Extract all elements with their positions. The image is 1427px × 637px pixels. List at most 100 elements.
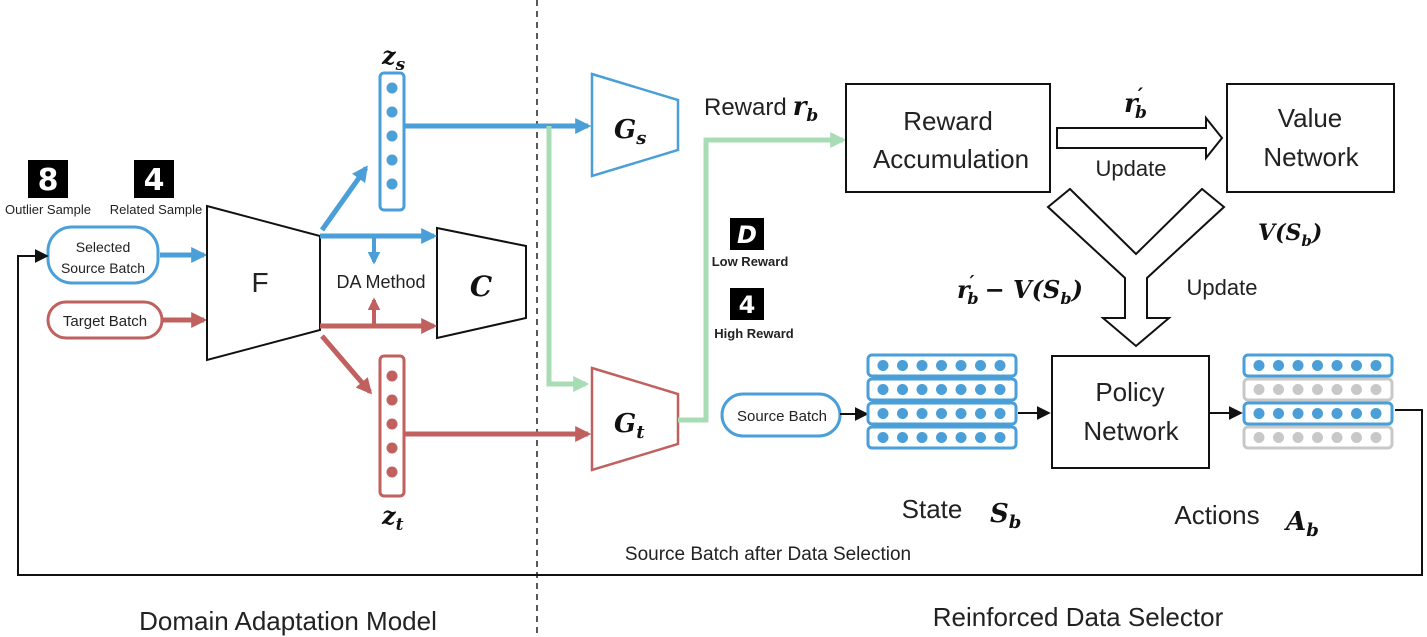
- action-dot: [1292, 360, 1304, 371]
- zs-to-gt-green-arrow: [546, 126, 590, 393]
- reward-accumulation-box: [845, 83, 1051, 193]
- low-reward-label: Low Reward: [712, 254, 789, 269]
- state-dot: [877, 360, 889, 371]
- low-reward-thumbnail: D: [730, 218, 764, 250]
- state-dot: [955, 384, 967, 395]
- action-dot: [1331, 432, 1343, 443]
- policy-network-box: [1051, 355, 1210, 469]
- state-dot: [955, 360, 967, 371]
- generator-gs: [590, 72, 680, 178]
- r-prime-label: r′b: [1124, 83, 1147, 123]
- zt-dot: [386, 418, 398, 430]
- merge-update-hollow-arrow: [1046, 187, 1226, 348]
- action-dot: [1273, 384, 1284, 395]
- state-dot: [994, 384, 1006, 395]
- r-prime-hollow-arrow: [1056, 115, 1224, 161]
- state-label: State: [902, 494, 963, 524]
- zt-dot: [386, 442, 398, 454]
- action-dot: [1312, 432, 1323, 443]
- reward-green-arrow: [678, 131, 847, 423]
- action-dot: [1253, 384, 1265, 395]
- zs-dot: [386, 82, 398, 94]
- feedback-loop-arrow: [17, 249, 1423, 576]
- reward-accumulation-line2: Accumulation: [873, 144, 1029, 174]
- policy-network-line2: Network: [1083, 416, 1179, 446]
- state-dot: [897, 360, 908, 371]
- state-dot: [877, 432, 889, 443]
- zs-dots: [386, 82, 398, 190]
- state-dot: [975, 432, 986, 443]
- state-dot: [916, 408, 928, 419]
- state-dot: [975, 360, 986, 371]
- state-dot: [936, 384, 947, 395]
- zt-dot: [386, 466, 398, 478]
- advantage-label: r′b− V(Sb): [957, 272, 1083, 308]
- da-method-label: DA Method: [336, 272, 425, 292]
- zt-dot: [386, 370, 398, 382]
- high-reward-label: High Reward: [714, 326, 794, 341]
- f-to-zs-arrow: [319, 165, 369, 232]
- action-dot: [1273, 360, 1284, 371]
- state-dot: [877, 384, 889, 395]
- right-section-title: Reinforced Data Selector: [933, 602, 1224, 632]
- state-dot: [936, 360, 947, 371]
- state-dot: [955, 408, 967, 419]
- feature-extractor-label: F: [251, 267, 268, 298]
- action-dot: [1273, 408, 1284, 419]
- left-section-title: Domain Adaptation Model: [139, 606, 437, 636]
- action-dot: [1312, 360, 1323, 371]
- state-dot: [975, 408, 986, 419]
- state-dot: [936, 408, 947, 419]
- action-dot: [1370, 432, 1382, 443]
- value-network-line1: Value: [1278, 103, 1343, 133]
- source-batch-label: Source Batch: [737, 408, 827, 425]
- action-dot: [1351, 360, 1362, 371]
- action-dot: [1351, 408, 1362, 419]
- value-network-line2: Network: [1263, 142, 1359, 172]
- state-dot: [975, 384, 986, 395]
- action-dot: [1312, 384, 1323, 395]
- low-reward-glyph: D: [737, 221, 757, 249]
- selected-source-line1: Selected: [76, 239, 130, 255]
- action-dot: [1253, 360, 1265, 371]
- high-reward-thumbnail: 4: [730, 288, 764, 320]
- actions-symbol: Ab: [1283, 507, 1319, 541]
- state-symbol: Sb: [990, 499, 1021, 533]
- generator-gt-label: Gt: [614, 409, 645, 443]
- action-dot: [1370, 408, 1382, 419]
- feature-extractor-f: [206, 204, 321, 362]
- classifier-c: [436, 226, 527, 340]
- state-dot: [936, 432, 947, 443]
- zt-dot: [386, 394, 398, 406]
- state-dot: [897, 384, 908, 395]
- feedback-label: Source Batch after Data Selection: [625, 544, 911, 565]
- state-dot: [955, 432, 967, 443]
- state-dot: [994, 408, 1006, 419]
- zs-dot: [386, 178, 398, 190]
- zt-dots: [386, 370, 398, 478]
- update-right-label: Update: [1187, 275, 1258, 300]
- action-dot: [1253, 408, 1265, 419]
- action-dot: [1351, 384, 1362, 395]
- update-top-label: Update: [1096, 156, 1167, 181]
- action-dot: [1370, 384, 1382, 395]
- target-batch-label: Target Batch: [63, 313, 147, 330]
- action-dot: [1331, 360, 1343, 371]
- state-dot: [994, 432, 1006, 443]
- action-dot: [1331, 408, 1343, 419]
- zs-dot: [386, 106, 398, 118]
- related-sample-thumbnail: 4: [134, 160, 174, 198]
- outlier-sample-label: Outlier Sample: [5, 202, 91, 217]
- action-rows: [1242, 353, 1394, 450]
- high-reward-glyph: 4: [739, 291, 756, 319]
- action-dot: [1312, 408, 1323, 419]
- selected-source-line2: Source Batch: [61, 260, 145, 276]
- state-dot: [916, 432, 928, 443]
- zt-label: zt: [381, 501, 404, 535]
- zs-dot: [386, 130, 398, 142]
- value-network-box: [1226, 83, 1395, 193]
- action-dot: [1292, 408, 1304, 419]
- value-symbol: V(Sb): [1258, 220, 1322, 250]
